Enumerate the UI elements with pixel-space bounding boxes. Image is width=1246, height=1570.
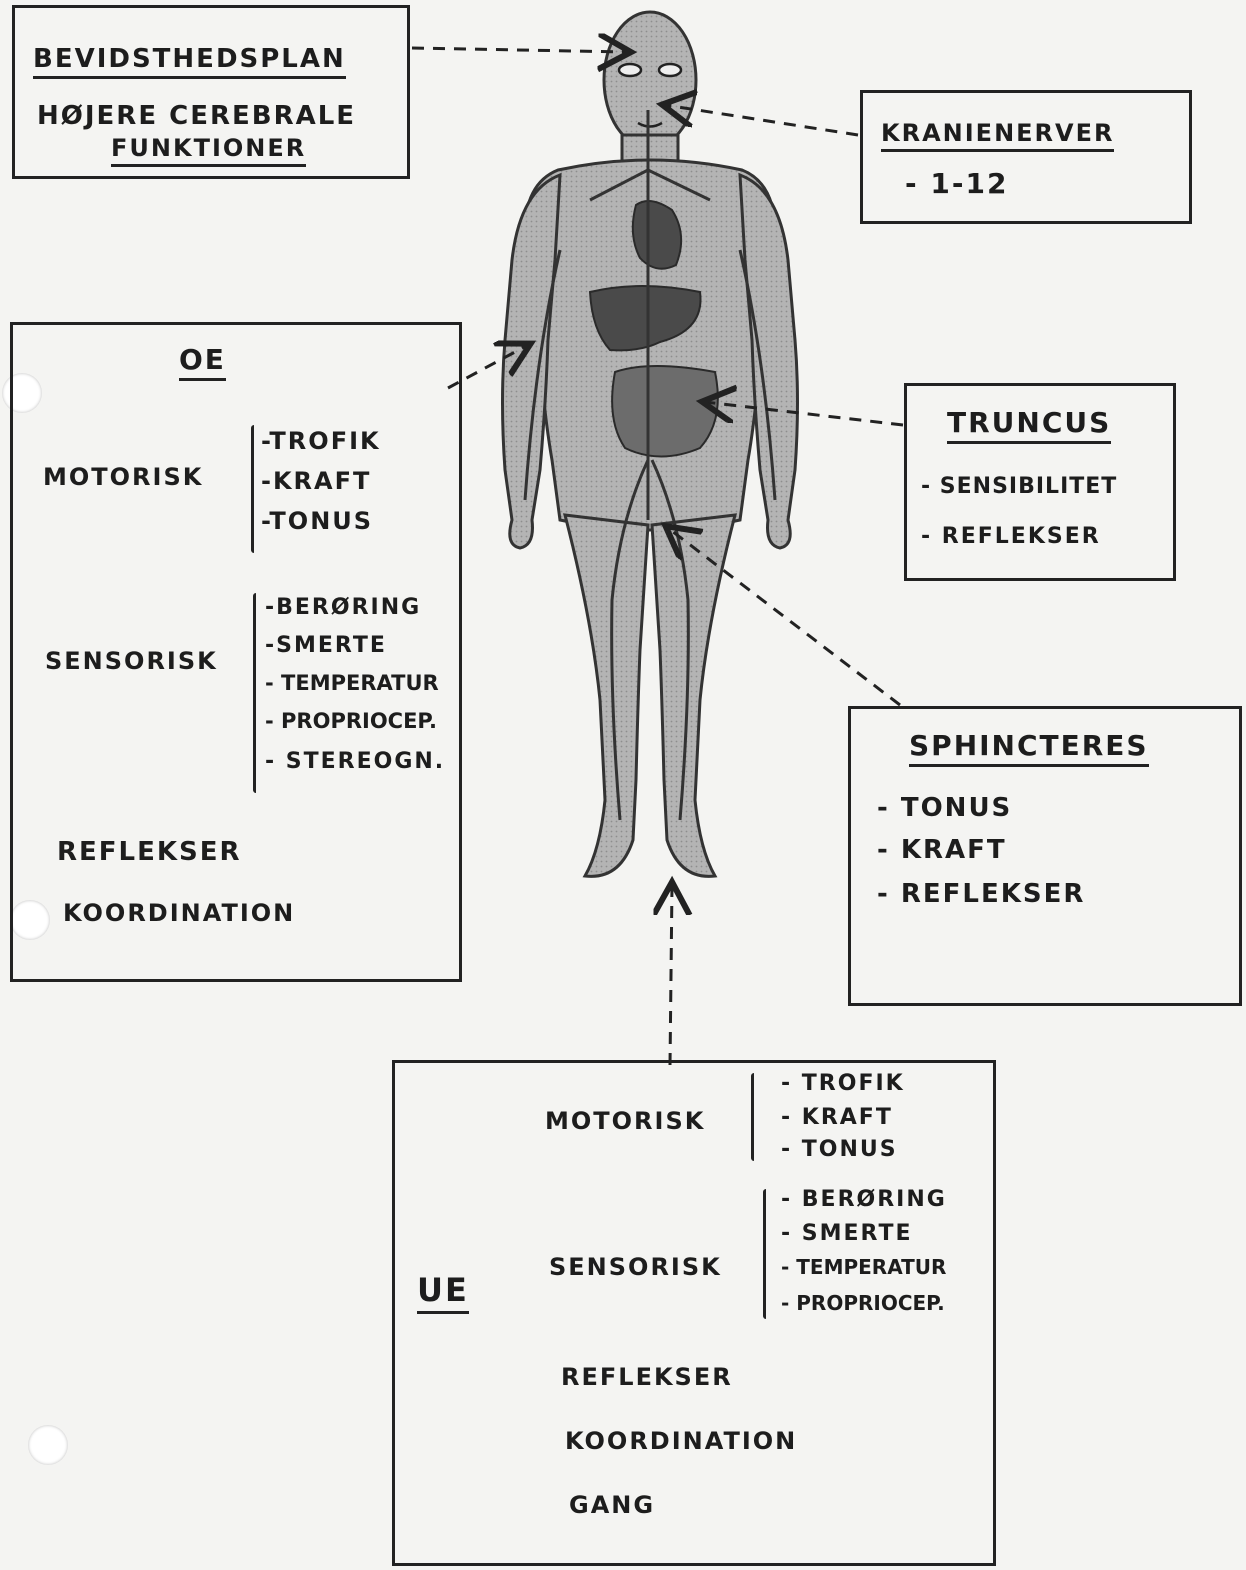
sphincteres-title: SPHINCTERES <box>909 729 1149 767</box>
ue-koordination: KOORDINATION <box>565 1427 797 1455</box>
sphincteres-item-2: - KRAFT <box>877 835 1007 865</box>
oe-motorisk-item-2: -KRAFT <box>261 467 371 495</box>
kranienerver-title: KRANIENERVER <box>881 119 1114 152</box>
ue-sensorisk-item-3: - TEMPERATUR <box>781 1255 946 1279</box>
oe-sensorisk-brace <box>253 593 256 793</box>
sphincteres-box: SPHINCTERES - TONUS - KRAFT - REFLEKSER <box>848 706 1242 1006</box>
oe-sensorisk-item-4: - PROPRIOCEP. <box>265 709 437 733</box>
oe-sensorisk-item-5: - STEREOGN. <box>265 749 445 774</box>
oe-title: OE <box>179 343 226 381</box>
ue-sensorisk-item-1: - BERØRING <box>781 1187 947 1212</box>
truncus-item-2: - REFLEKSER <box>921 524 1101 549</box>
bevidsthedsplan-line3: FUNKTIONER <box>111 134 306 167</box>
kranienerver-item: - 1-12 <box>905 167 1008 200</box>
sphincteres-item-1: - TONUS <box>877 793 1012 823</box>
ue-sensorisk-item-4: - PROPRIOCEP. <box>781 1291 945 1315</box>
ue-motorisk-label: MOTORISK <box>545 1107 705 1135</box>
ue-sensorisk-brace <box>763 1189 766 1319</box>
sphincteres-item-3: - REFLEKSER <box>877 879 1085 909</box>
oe-motorisk-item-1: -TROFIK <box>261 427 381 455</box>
oe-sensorisk-label: SENSORISK <box>45 647 218 675</box>
ue-motorisk-brace <box>751 1073 754 1161</box>
truncus-box: TRUNCUS - SENSIBILITET - REFLEKSER <box>904 383 1176 581</box>
bevidsthedsplan-line2: HØJERE CEREBRALE <box>37 101 356 131</box>
oe-box: OE MOTORISK -TROFIK -KRAFT -TONUS SENSOR… <box>10 322 462 982</box>
ue-reflekser: REFLEKSER <box>561 1363 733 1391</box>
ue-gang: GANG <box>569 1491 655 1519</box>
ue-motorisk-item-3: - TONUS <box>781 1137 898 1162</box>
oe-reflekser: REFLEKSER <box>57 837 242 867</box>
oe-sensorisk-item-3: - TEMPERATUR <box>265 671 439 695</box>
oe-sensorisk-item-2: -SMERTE <box>265 633 387 658</box>
ue-title: UE <box>417 1271 469 1314</box>
bevidsthedsplan-box: BEVIDSTHEDSPLAN HØJERE CEREBRALE FUNKTIO… <box>12 5 410 179</box>
kranienerver-box: KRANIENERVER - 1-12 <box>860 90 1192 224</box>
ue-sensorisk-label: SENSORISK <box>549 1253 722 1281</box>
truncus-title: TRUNCUS <box>947 406 1111 444</box>
oe-motorisk-brace <box>251 425 254 553</box>
bevidsthedsplan-title: BEVIDSTHEDSPLAN <box>33 44 346 79</box>
oe-motorisk-item-3: -TONUS <box>261 507 373 535</box>
oe-sensorisk-item-1: -BERØRING <box>265 595 421 620</box>
ue-sensorisk-item-2: - SMERTE <box>781 1221 913 1246</box>
oe-motorisk-label: MOTORISK <box>43 463 203 491</box>
oe-koordination: KOORDINATION <box>63 899 295 927</box>
ue-box: UE MOTORISK - TROFIK - KRAFT - TONUS SEN… <box>392 1060 996 1566</box>
ue-motorisk-item-2: - KRAFT <box>781 1105 893 1130</box>
truncus-item-1: - SENSIBILITET <box>921 474 1117 499</box>
ue-motorisk-item-1: - TROFIK <box>781 1071 905 1096</box>
